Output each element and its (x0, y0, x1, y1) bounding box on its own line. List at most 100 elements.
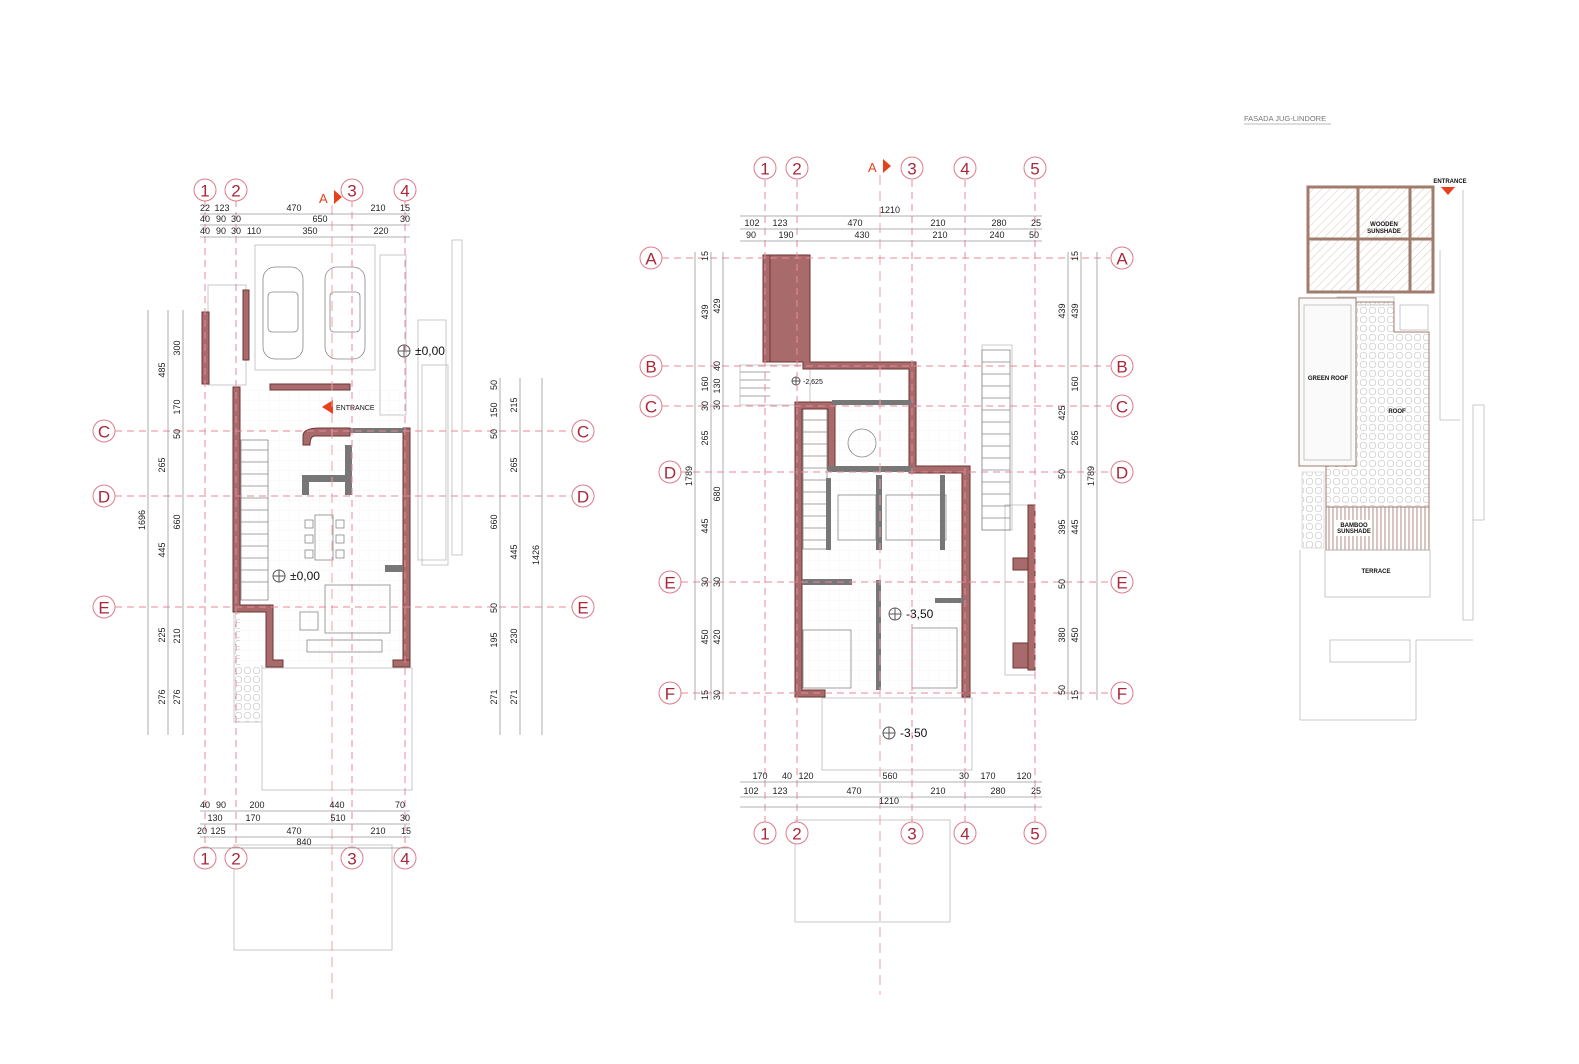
dimension-label: 840 (296, 837, 311, 847)
grid-bubble-label: 1 (760, 160, 769, 179)
dimension-label: 445 (700, 518, 710, 533)
dimension-label: 30 (959, 771, 969, 781)
dimension-label: 50 (489, 429, 499, 439)
grid-bubble-label: 3 (347, 850, 356, 869)
entrance-arrow-icon (322, 400, 333, 414)
dimension-label: 429 (712, 298, 722, 313)
dimension-label: 123 (772, 218, 787, 228)
svg-text:-3,50: -3,50 (900, 726, 928, 740)
grid-bubble-3: 3 (340, 178, 364, 202)
dimension-label: 15 (700, 251, 710, 261)
dimension-label: 210 (370, 203, 385, 213)
svg-text:SUNSHADE: SUNSHADE (1367, 229, 1401, 235)
dimension-label: 40 (200, 214, 210, 224)
dimension-label: 210 (172, 628, 182, 643)
dimension-label: 40 (782, 771, 792, 781)
grid-bubble-4: 4 (393, 846, 417, 870)
grid-bubble-label: 1 (200, 182, 209, 201)
dimension-label: 430 (854, 230, 869, 240)
sofa-icon (299, 584, 391, 653)
dimension-label: 450 (700, 629, 710, 644)
grid-bubble-C: C (639, 394, 663, 418)
dimension-label: 470 (847, 218, 862, 228)
grid-bubble-label: 3 (907, 825, 916, 844)
grid-bubble-label: 3 (347, 182, 356, 201)
grid-bubble-label: D (664, 464, 676, 483)
dimension-label: 271 (489, 689, 499, 704)
dimension-label: 30 (400, 214, 410, 224)
grid-bubble-label: D (577, 488, 589, 507)
dimension-label: 50 (1029, 230, 1039, 240)
car-icon (324, 266, 366, 360)
dimension-label: 30 (712, 400, 722, 410)
dimension-label: 170 (752, 771, 767, 781)
level-marker: -2,625 (791, 376, 823, 386)
dimension-label: 102 (743, 786, 758, 796)
dimension-label: 50 (489, 603, 499, 613)
middle-walls (762, 254, 1036, 698)
dimension-label: 300 (172, 340, 182, 355)
dimension-label: 230 (509, 628, 519, 643)
grid-bubble-label: E (664, 574, 675, 593)
dimension-label: 20 (197, 826, 207, 836)
dimension-label: 15 (1070, 690, 1080, 700)
grid-bubble-label: C (577, 423, 589, 442)
dimension-label: 15 (1070, 251, 1080, 261)
dimension-label: 450 (1070, 627, 1080, 642)
svg-text:-3,50: -3,50 (906, 607, 934, 621)
svg-text:ROOF: ROOF (1388, 409, 1406, 415)
grid-bubble-label: B (645, 358, 656, 377)
grid-bubble-2: 2 (785, 156, 809, 180)
dimension-label: 439 (1070, 303, 1080, 318)
dimension-label: 30 (700, 401, 710, 411)
dimension-label: 445 (157, 542, 167, 557)
grid-bubble-A: A (1110, 246, 1134, 270)
dimension-label: 276 (157, 689, 167, 704)
grid-bubble-4: 4 (953, 821, 977, 845)
dimension-label: 170 (245, 813, 260, 823)
grid-bubble-B: B (639, 354, 663, 378)
dimension-label: 130 (712, 378, 722, 393)
level-marker: ±0,00 (272, 569, 320, 583)
dimension-label: 110 (247, 226, 261, 236)
level-marker: -3,50 (888, 607, 934, 621)
level-marker: ±0,00 (397, 344, 445, 358)
terrace: TERRACE (1324, 549, 1431, 598)
grid-bubble-label: 4 (400, 182, 409, 201)
section-arrow-icon (883, 159, 891, 173)
dimension-label: 395 (1057, 519, 1067, 534)
dimension-label: 125 (210, 826, 225, 836)
dimension-label: 210 (930, 786, 945, 796)
dimension-label: 90 (216, 800, 226, 810)
svg-text:WOODEN: WOODEN (1370, 222, 1398, 228)
grid-bubble-E: E (658, 570, 682, 594)
grid-bubble-label: D (1116, 464, 1128, 483)
dimension-label: 210 (370, 826, 385, 836)
dimension-label: 150 (489, 402, 499, 417)
grid-bubble-label: 2 (231, 850, 240, 869)
dimension-label: 102 (744, 218, 759, 228)
grid-bubble-A: A (639, 246, 663, 270)
grid-bubble-1: 1 (193, 846, 217, 870)
svg-text:-2,625: -2,625 (803, 379, 823, 386)
dimension-label: 50 (1057, 469, 1067, 479)
dimension-label: 120 (798, 771, 813, 781)
green-roof: GREEN ROOF (1298, 297, 1357, 467)
dimension-label: 650 (312, 214, 327, 224)
dimension-label: 425 (1057, 405, 1067, 420)
svg-text:SUNSHADE: SUNSHADE (1337, 529, 1371, 535)
grid-bubble-label: 3 (907, 160, 916, 179)
grid-bubble-label: C (645, 398, 657, 417)
dining-table-icon (304, 514, 345, 561)
dimension-label: 170 (980, 771, 995, 781)
dimension-label: 440 (329, 800, 344, 810)
grid-bubble-3: 3 (340, 846, 364, 870)
grid-bubble-C: C (1110, 394, 1134, 418)
grid-bubble-B: B (1110, 354, 1134, 378)
svg-text:GREEN ROOF: GREEN ROOF (1308, 376, 1349, 382)
grid-bubble-label: E (1116, 574, 1127, 593)
dimension-label: 30 (712, 690, 722, 700)
dimension-label: 439 (1057, 303, 1067, 318)
dimension-label: 15 (700, 690, 710, 700)
dimension-label: 210 (930, 218, 945, 228)
